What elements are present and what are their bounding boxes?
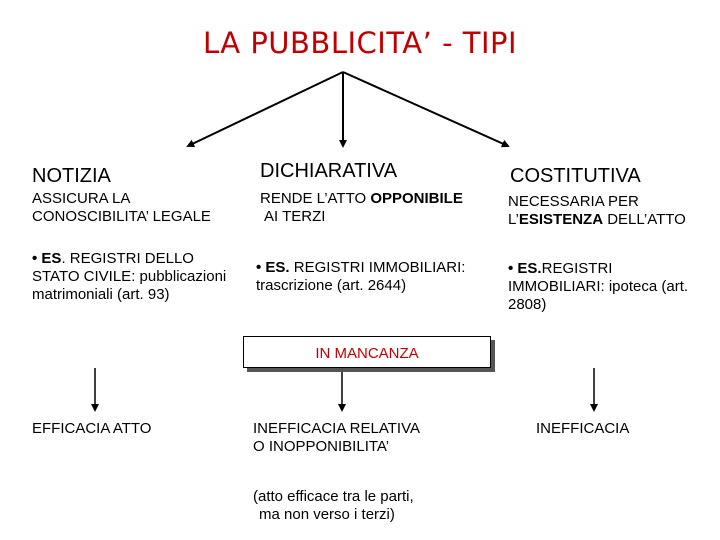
description-costitutiva: NECESSARIA PER L’ESISTENZA DELL’ATTO	[508, 193, 686, 228]
example-dichiarativa: • ES. REGISTRI IMMOBILIARI: trascrizione…	[256, 259, 466, 294]
effect-inefficacia: INEFFICACIA	[536, 420, 630, 437]
page-title: LA PUBBLICITA’ - TIPI	[202, 26, 518, 60]
example-costitutiva: • ES.REGISTRI IMMOBILIARI: ipoteca (art.…	[508, 260, 689, 313]
heading-notizia: NOTIZIA	[32, 165, 111, 187]
heading-costitutiva: COSTITUTIVA	[510, 165, 641, 187]
arrow-to-costitutiva	[342, 71, 510, 148]
in-mancanza-box: IN MANCANZA	[243, 336, 491, 368]
example-notizia: • ES. REGISTRI DELLO STATO CIVILE: pubbl…	[32, 250, 227, 303]
description-dichiarativa: RENDE L’ATTO OPPONIBILE AI TERZI	[260, 190, 463, 225]
effect-note: (atto efficace tra le parti,ma non verso…	[253, 488, 414, 523]
heading-dichiarativa: DICHIARATIVA	[260, 160, 398, 182]
arrow-to-notizia	[186, 71, 344, 148]
effect-efficacia-atto: EFFICACIA ATTO	[32, 420, 152, 437]
description-notizia: ASSICURA LA CONOSCIBILITA’ LEGALE	[32, 190, 211, 225]
